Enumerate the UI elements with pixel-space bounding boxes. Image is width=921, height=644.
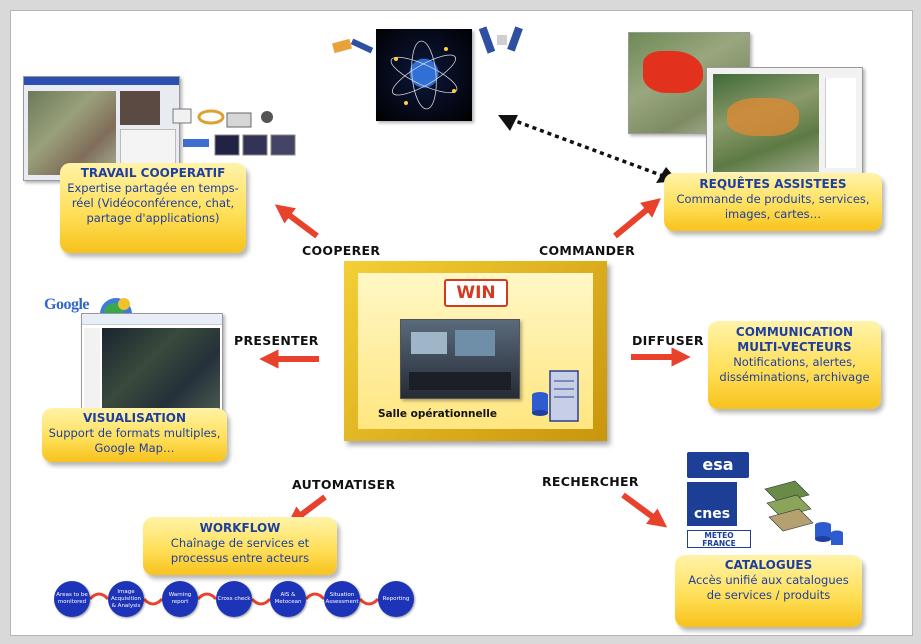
workflow-step: Reporting (378, 581, 414, 617)
verb-diffuser: DIFFUSER (632, 333, 704, 348)
arrow-rechercher (621, 492, 668, 528)
workflow-step: Cross check (216, 581, 252, 617)
cooperative-work-screenshot (23, 76, 180, 181)
requetes-assistees-title: REQUÊTES ASSISTEES (699, 177, 847, 191)
satellite-earth-image (376, 29, 472, 121)
map-image-front (706, 67, 863, 179)
arrow-cooperer (274, 204, 319, 239)
workflow-step: Image Acquisition & Analysis (108, 581, 144, 617)
travail-cooperatif-box: TRAVAIL COOPERATIF Expertise partagée en… (60, 163, 246, 253)
verb-cooperer: COOPERER (302, 243, 381, 258)
requetes-assistees-body: Commande de produits, services, images, … (676, 192, 870, 221)
esa-logo: esa (687, 452, 749, 478)
google-map-screenshot (81, 313, 223, 413)
catalogues-box: CATALOGUES Accès unifié aux catalogues d… (675, 555, 862, 627)
satellite-icon-right (479, 26, 523, 54)
workflow-box: WORKFLOW Chaînage de services et process… (143, 517, 337, 575)
orbit-lines (390, 40, 458, 110)
data-layers-icon (764, 480, 843, 545)
workflow-connectors (88, 592, 380, 606)
verb-presenter: PRESENTER (234, 333, 319, 348)
workflow-title: WORKFLOW (199, 521, 281, 535)
catalogues-body: Accès unifié aux catalogues de services … (688, 573, 849, 602)
operations-room-photo (400, 319, 520, 399)
center-frame-inner: WIN Salle opérationnelle (358, 273, 593, 429)
center-caption: Salle opérationnelle (378, 408, 497, 420)
workflow-step: Areas to be monitored (54, 581, 90, 617)
visualisation-body: Support de formats multiples, Google Map… (48, 426, 221, 455)
meteo-france-logo: METEO FRANCE (687, 530, 751, 548)
workflow-body: Chaînage de services et processus entre … (170, 536, 310, 565)
win-logo: WIN (444, 279, 508, 307)
server-database-icon (532, 370, 579, 422)
verb-rechercher: RECHERCHER (542, 474, 639, 489)
travail-cooperatif-body: Expertise partagée en temps-réel (Vidéoc… (67, 181, 239, 225)
workflow-connector (358, 597, 380, 606)
communication-body: Notifications, alertes, disséminations, … (719, 355, 870, 384)
workflow-steps: Areas to be monitored Image Acquisition &… (54, 579, 454, 623)
workflow-connector (142, 597, 164, 606)
satellite-icon-left (332, 38, 374, 54)
workflow-step: Warning report (162, 581, 198, 617)
center-frame: WIN Salle opérationnelle (344, 261, 607, 441)
communication-box: COMMUNICATION MULTI-VECTEURS Notificatio… (708, 321, 881, 409)
verb-commander: COMMANDER (539, 243, 636, 258)
diagram-canvas: TRAVAIL COOPERATIF Expertise partagée en… (10, 10, 913, 636)
communication-title: COMMUNICATION MULTI-VECTEURS (735, 325, 854, 354)
workflow-connector (196, 592, 218, 601)
workflow-step: Situation Assessment (324, 581, 360, 617)
win-logo-text: WIN (456, 283, 496, 303)
visualisation-title: VISUALISATION (82, 411, 187, 425)
travail-cooperatif-title: TRAVAIL COOPERATIF (80, 166, 226, 180)
workflow-step: AIS & Metocean (270, 581, 306, 617)
google-logo: Google (44, 296, 90, 313)
cnes-logo: cnes (687, 482, 737, 526)
visualisation-box: VISUALISATION Support de formats multipl… (42, 408, 227, 462)
catalogues-title: CATALOGUES (724, 558, 813, 572)
verb-automatiser: AUTOMATISER (292, 477, 396, 492)
workflow-connector (304, 592, 326, 601)
requetes-assistees-box: REQUÊTES ASSISTEES Commande de produits,… (664, 173, 882, 231)
workflow-connector (88, 592, 110, 601)
workflow-connector (250, 597, 272, 606)
videoconference-equipment-icons (172, 108, 296, 156)
arrow-commander (613, 198, 661, 239)
